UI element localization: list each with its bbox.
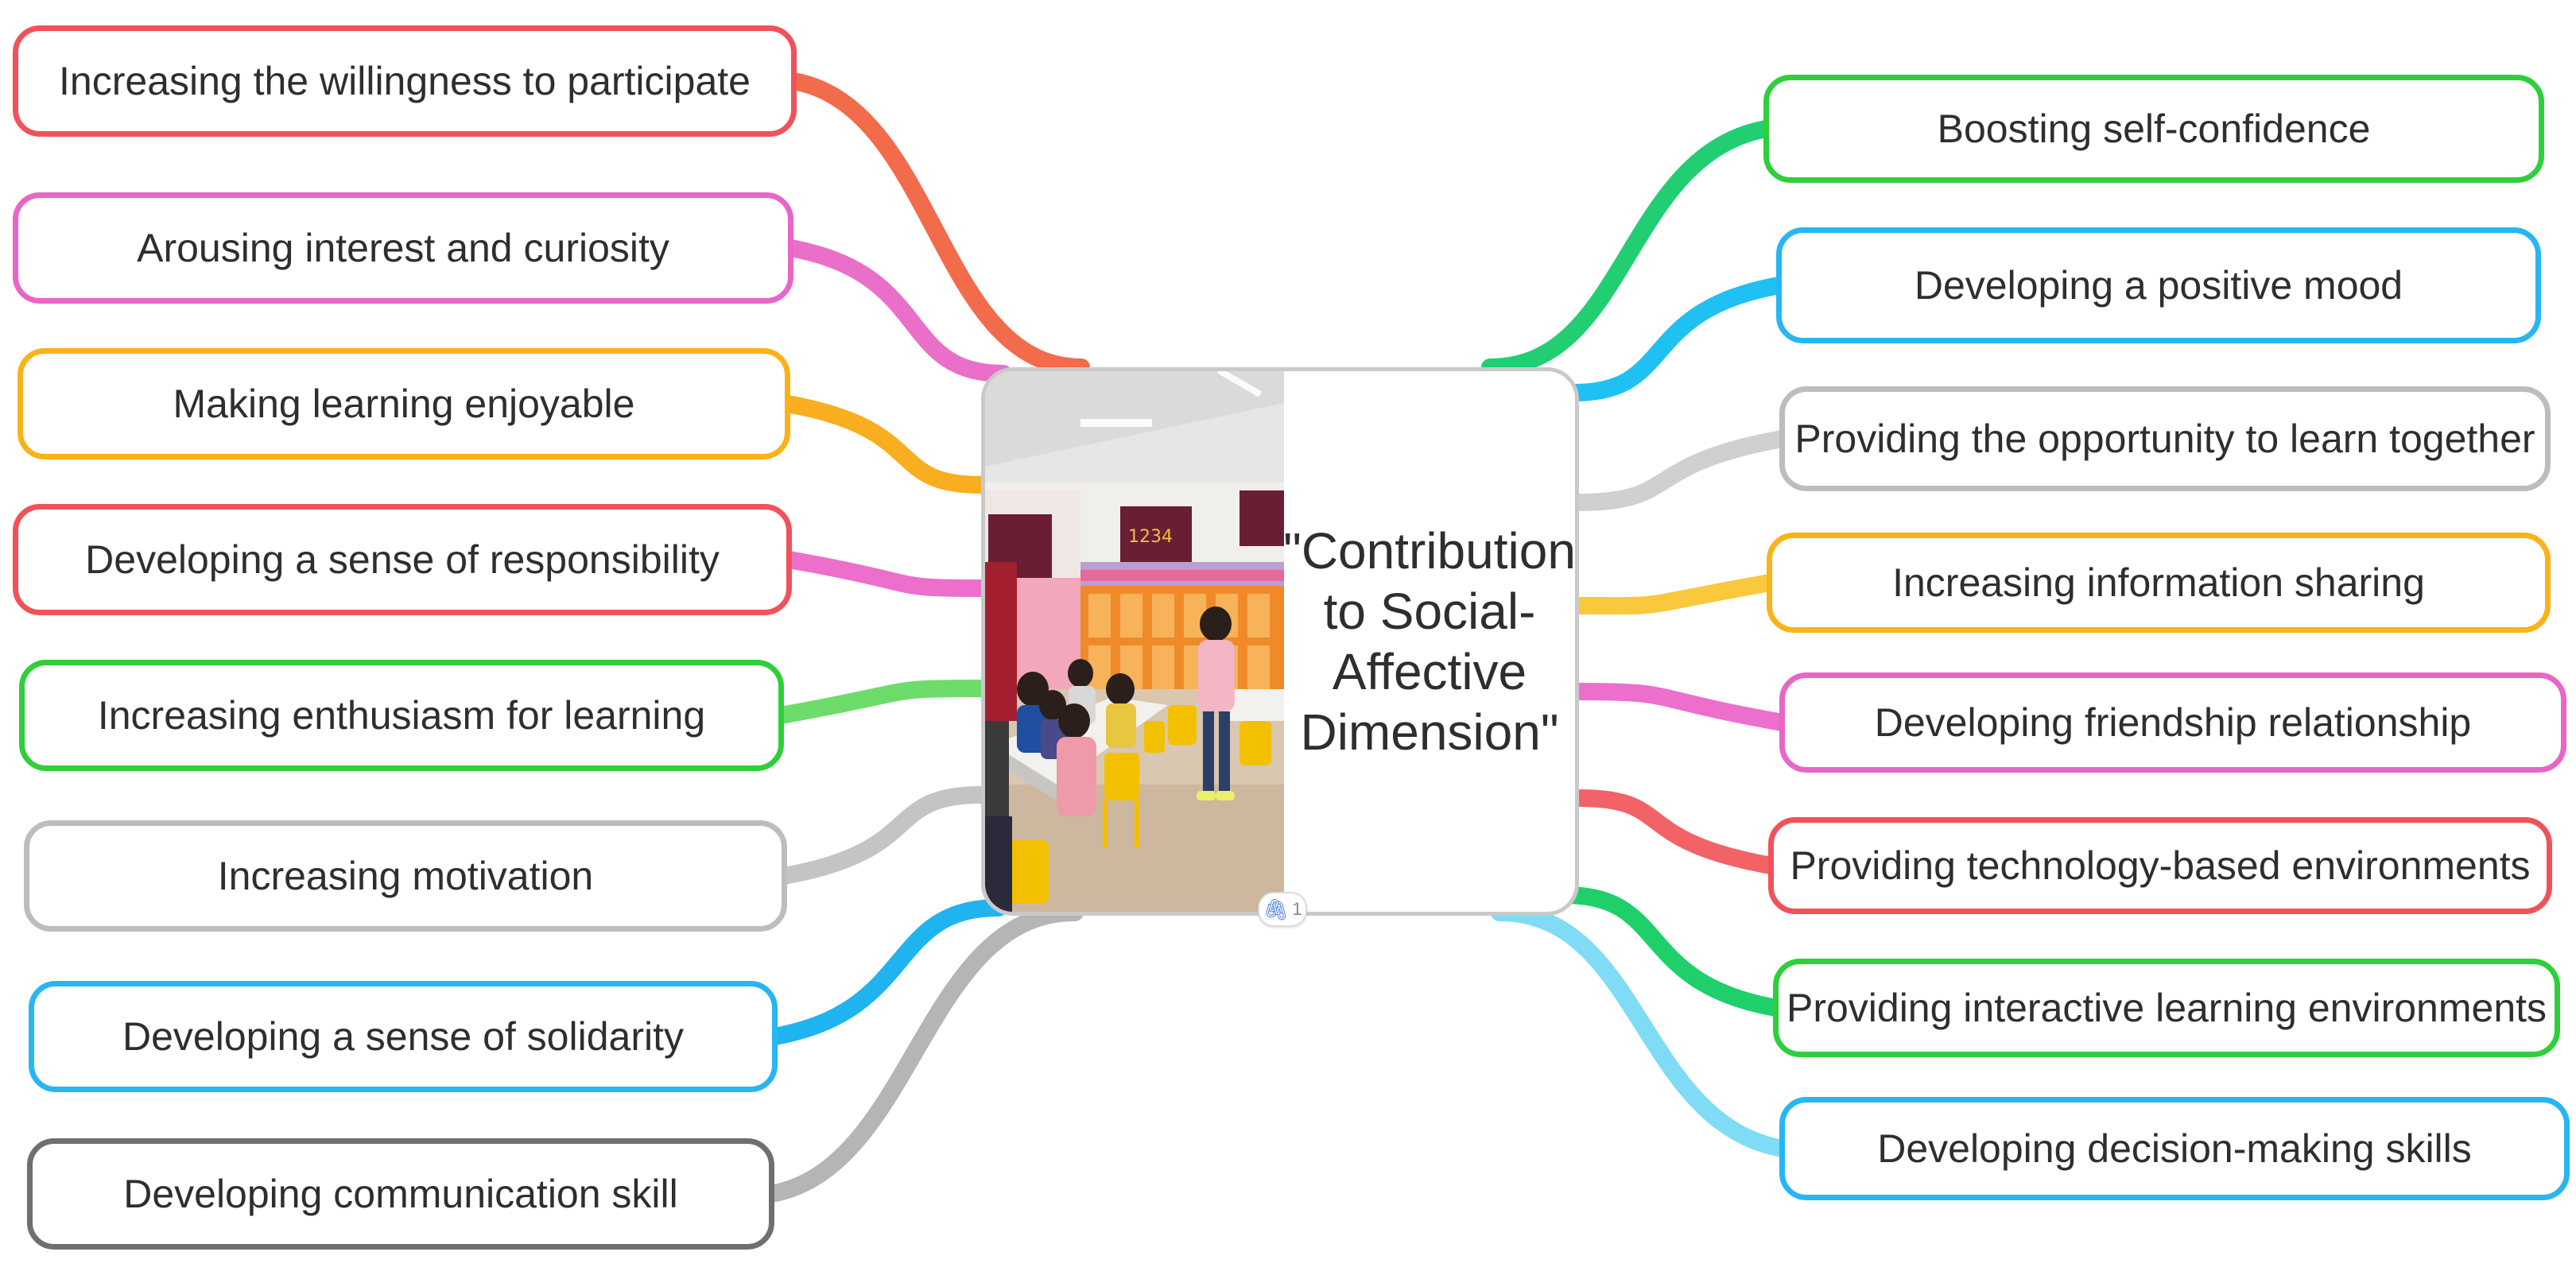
attachment-badge[interactable]: 🖇 1 <box>1258 892 1307 927</box>
branch-label: Developing a sense of solidarity <box>122 1014 684 1059</box>
branch-label: Making learning enjoyable <box>173 382 635 426</box>
right-branch-connector-7 <box>1556 886 1785 1017</box>
left-branch-connector-6 <box>775 786 990 885</box>
branch-label: Developing a sense of responsibility <box>85 537 720 582</box>
right-branch-connector-2 <box>1565 277 1788 401</box>
left-branch-connector-5 <box>772 680 990 724</box>
right-branch-node-6[interactable]: Providing technology-based environments <box>1768 817 2552 914</box>
right-branch-connector-5 <box>1570 683 1791 731</box>
right-branch-node-3[interactable]: Providing the opportunity to learn toget… <box>1779 386 2551 491</box>
left-branch-connector-1 <box>785 72 1090 376</box>
left-branch-node-5[interactable]: Increasing enthusiasm for learning <box>19 660 784 771</box>
branch-label: Increasing motivation <box>217 854 594 898</box>
right-branch-connector-1 <box>1481 120 1775 376</box>
right-branch-connector-8 <box>1491 904 1791 1157</box>
branch-label: Providing the opportunity to learn toget… <box>1794 417 2535 461</box>
branch-label: Developing decision-making skills <box>1877 1126 2472 1171</box>
left-branch-node-7[interactable]: Developing a sense of solidarity <box>29 981 778 1092</box>
classroom-photo: 1234 <box>985 371 1284 912</box>
branch-label: Increasing enthusiasm for learning <box>97 693 706 738</box>
left-branch-connector-8 <box>762 904 1084 1203</box>
attachment-count: 1 <box>1292 899 1302 919</box>
central-topic-title: "Contribution to Social- Affective Dimen… <box>1283 522 1576 761</box>
branch-label: Increasing information sharing <box>1892 560 2425 605</box>
paperclip-icon: 🖇 <box>1263 897 1290 921</box>
left-branch-node-8[interactable]: Developing communication skill <box>27 1138 774 1250</box>
left-branch-connector-7 <box>766 899 1007 1045</box>
left-branch-node-4[interactable]: Developing a sense of responsibility <box>13 504 792 615</box>
left-branch-node-6[interactable]: Increasing motivation <box>24 820 787 932</box>
right-branch-node-1[interactable]: Boosting self-confidence <box>1763 75 2544 183</box>
branch-label: Boosting self-confidence <box>1937 107 2371 151</box>
right-branch-node-7[interactable]: Providing interactive learning environme… <box>1773 959 2560 1057</box>
branch-label: Providing interactive learning environme… <box>1786 986 2547 1030</box>
left-branch-connector-3 <box>778 395 990 494</box>
right-branch-connector-4 <box>1570 574 1779 615</box>
left-branch-node-3[interactable]: Making learning enjoyable <box>17 348 790 459</box>
branch-label: Arousing interest and curiosity <box>137 226 669 270</box>
right-branch-connector-6 <box>1570 789 1780 874</box>
central-topic[interactable]: 1234 <box>981 367 1579 916</box>
left-branch-connector-4 <box>780 551 990 597</box>
branch-label: Increasing the willingness to participat… <box>59 59 751 103</box>
branch-label: Developing a positive mood <box>1914 263 2403 308</box>
branch-label: Developing friendship relationship <box>1874 700 2472 745</box>
branch-label: Providing technology-based environments <box>1790 843 2531 888</box>
svg-text:1234: 1234 <box>1128 527 1173 547</box>
left-branch-connector-2 <box>782 239 1012 382</box>
left-branch-node-1[interactable]: Increasing the willingness to participat… <box>13 25 797 137</box>
right-branch-node-5[interactable]: Developing friendship relationship <box>1779 672 2566 773</box>
right-branch-node-4[interactable]: Increasing information sharing <box>1767 533 2551 633</box>
branch-label: Developing communication skill <box>123 1172 678 1216</box>
right-branch-node-8[interactable]: Developing decision-making skills <box>1779 1097 2570 1200</box>
right-branch-node-2[interactable]: Developing a positive mood <box>1776 227 2541 343</box>
right-branch-connector-3 <box>1570 430 1791 511</box>
left-branch-node-2[interactable]: Arousing interest and curiosity <box>13 192 793 304</box>
